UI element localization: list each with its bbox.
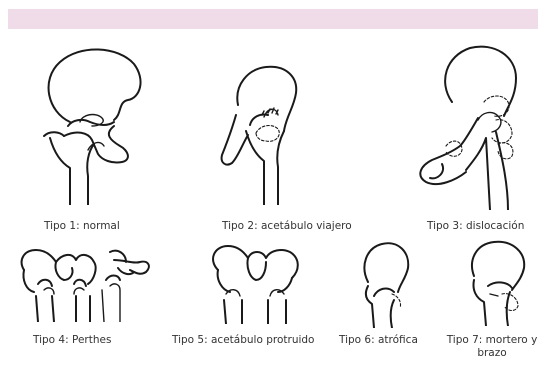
tipo5-illustration — [200, 238, 310, 324]
tipo6-illustration — [352, 238, 422, 328]
tipo3-caption: Tipo 3: dislocación — [427, 220, 524, 233]
tipo4-illustration — [14, 240, 164, 322]
tipo2-caption: Tipo 2: acetábulo viajero — [222, 220, 352, 233]
tipo1-caption: Tipo 1: normal — [44, 220, 120, 233]
tipo6-caption: Tipo 6: atrófica — [339, 334, 418, 347]
tipo7-illustration — [462, 236, 542, 326]
tipo4-caption: Tipo 4: Perthes — [33, 334, 111, 347]
tipo1-illustration — [30, 40, 170, 205]
tipo2-illustration — [216, 55, 326, 205]
tipo5-caption: Tipo 5: acetábulo protruido — [172, 334, 314, 347]
tipo3-illustration — [412, 40, 537, 210]
header-banner — [8, 9, 538, 29]
tipo7-caption: Tipo 7: mortero y brazo — [440, 334, 544, 360]
